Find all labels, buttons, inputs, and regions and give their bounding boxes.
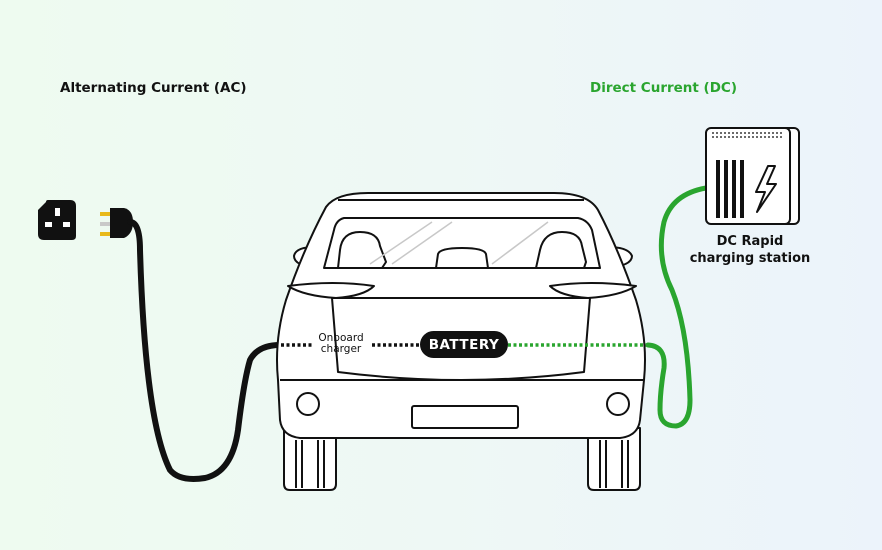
dc-heading: Direct Current (DC) <box>590 80 738 96</box>
onboard-charger-label-line1: Onboard <box>318 332 364 344</box>
dc-station-label-line2: charging station <box>689 251 811 266</box>
windshield-reflection <box>369 221 549 265</box>
charging-station-icon <box>705 127 800 225</box>
wall-socket-icon <box>38 200 76 240</box>
dc-station-label-line1: DC Rapid <box>716 234 784 249</box>
ac-cable <box>127 219 283 482</box>
lightning-bolt-icon <box>755 165 777 213</box>
dc-cable <box>645 185 709 429</box>
plug-icon <box>100 208 133 238</box>
battery-badge: BATTERY <box>420 331 508 358</box>
onboard-charger-label-line2: charger <box>320 343 362 355</box>
dc-station-label: DC Rapid charging station <box>670 233 830 267</box>
ac-heading: Alternating Current (AC) <box>60 80 247 96</box>
onboard-charger-label: Onboard charger <box>310 333 372 355</box>
